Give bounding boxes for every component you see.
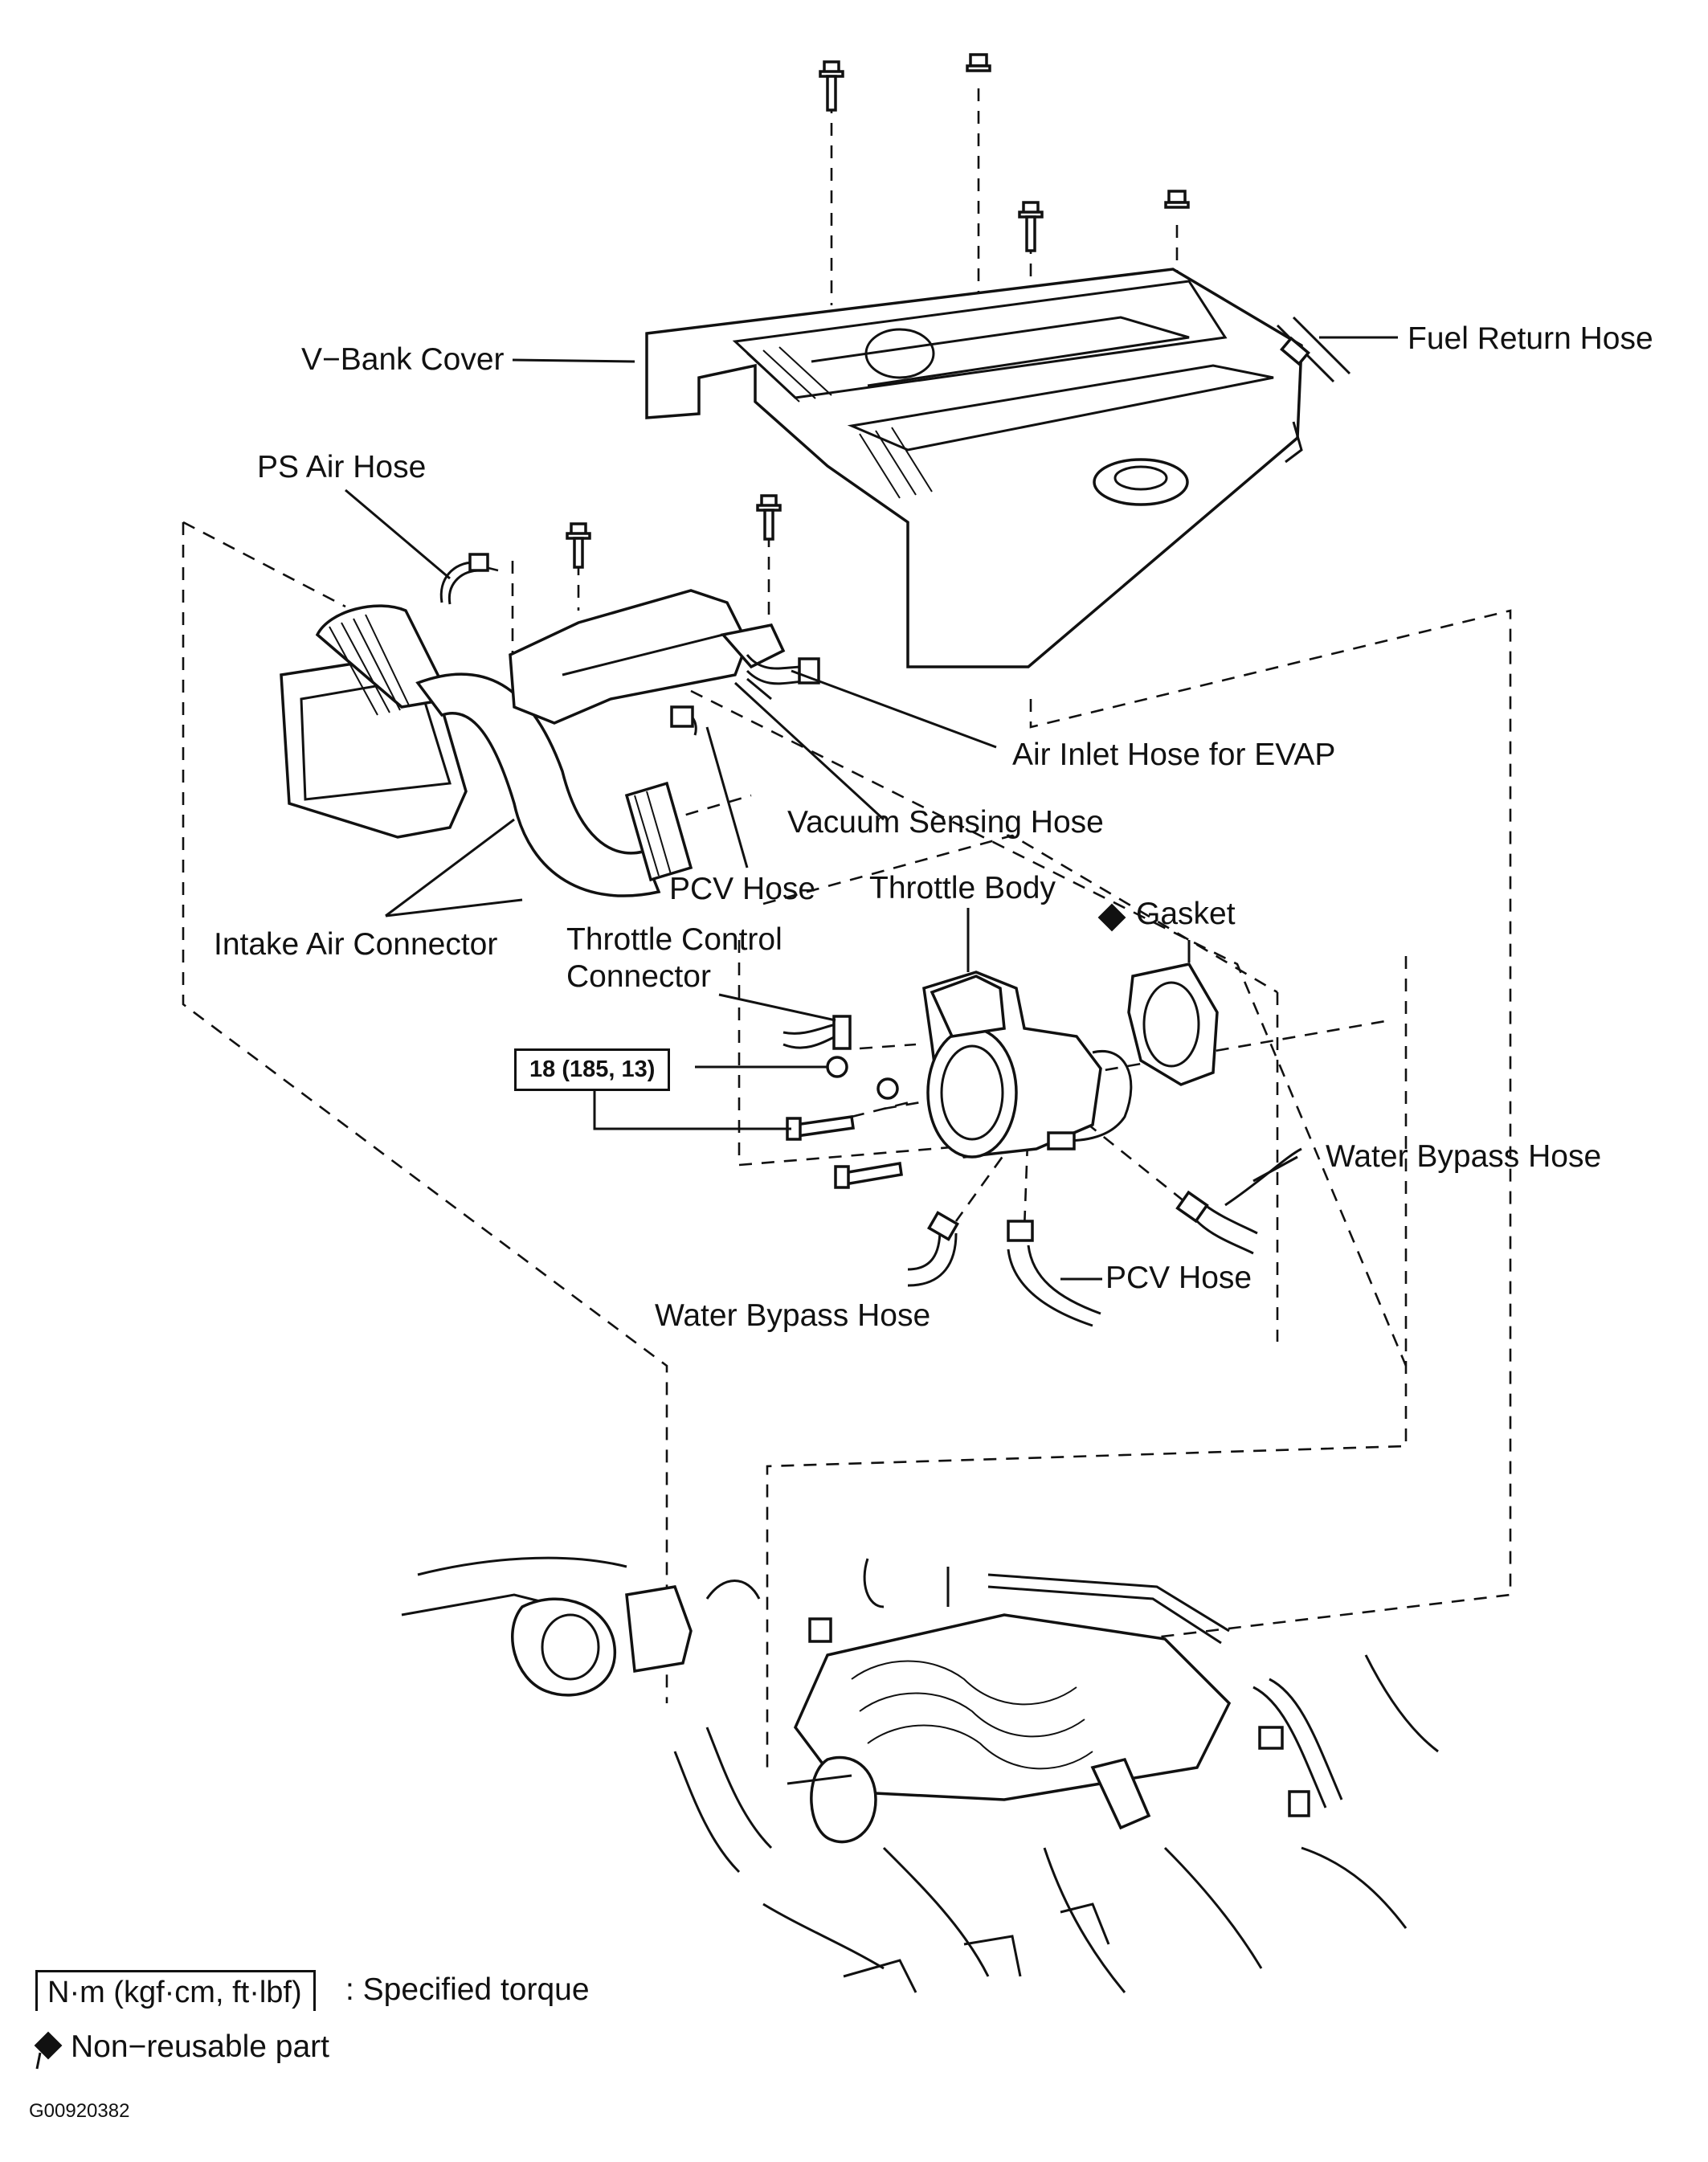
alignment-lines	[182, 88, 1512, 1768]
throttle-fasteners-drawing	[786, 1056, 903, 1189]
label-water-bypass-hose-left: Water Bypass Hose	[655, 1298, 931, 1333]
legend-non-reusable: Non−reusable part	[71, 2029, 329, 2064]
throttle-connector-drawing	[782, 1015, 852, 1050]
engine-bay-drawing	[401, 1556, 1439, 1993]
ps-air-hose-drawing	[439, 553, 489, 605]
label-air-inlet-hose-evap: Air Inlet Hose for EVAP	[1012, 738, 1336, 772]
label-fuel-return-hose: Fuel Return Hose	[1408, 321, 1653, 356]
legend-torque-desc: : Specified torque	[345, 1972, 590, 2007]
label-intake-air-connector: Intake Air Connector	[214, 927, 498, 962]
leader-lines	[345, 336, 1398, 1281]
label-ps-air-hose: PS Air Hose	[257, 450, 427, 484]
label-vacuum-sensing-hose: Vacuum Sensing Hose	[787, 805, 1104, 840]
torque-spec-box: 18 (185, 13)	[514, 1048, 671, 1091]
v-bank-cover-drawing	[645, 268, 1303, 668]
bolt-set-top	[566, 53, 1190, 569]
evap-hoses-drawing	[670, 654, 820, 736]
label-water-bypass-hose-right: Water Bypass Hose	[1326, 1139, 1602, 1174]
legend-diamond-icon	[34, 2031, 63, 2070]
intake-resonator-drawing	[509, 589, 786, 725]
fuel-return-hose-drawing	[1276, 316, 1351, 383]
label-v-bank-cover: V−Bank Cover	[301, 342, 505, 377]
label-throttle-control-connector-1: Throttle Control	[566, 922, 782, 957]
gasket-nonreusable-marker	[1097, 903, 1126, 932]
label-throttle-body: Throttle Body	[869, 871, 1056, 905]
label-gasket: Gasket	[1136, 897, 1236, 931]
figure-id: G00920382	[29, 2100, 130, 2122]
air-cleaner-drawing	[280, 604, 693, 897]
throttle-body-drawing	[922, 971, 1133, 1159]
gasket-drawing	[1127, 962, 1219, 1086]
legend-torque-unit: N·m (kgf·cm, ft·lbf)	[35, 1970, 316, 2011]
label-pcv-hose-lower: PCV Hose	[1105, 1261, 1252, 1295]
label-throttle-control-connector-2: Connector	[566, 959, 711, 994]
lower-hoses-drawing	[907, 1147, 1302, 1327]
label-pcv-hose-upper: PCV Hose	[669, 872, 816, 906]
